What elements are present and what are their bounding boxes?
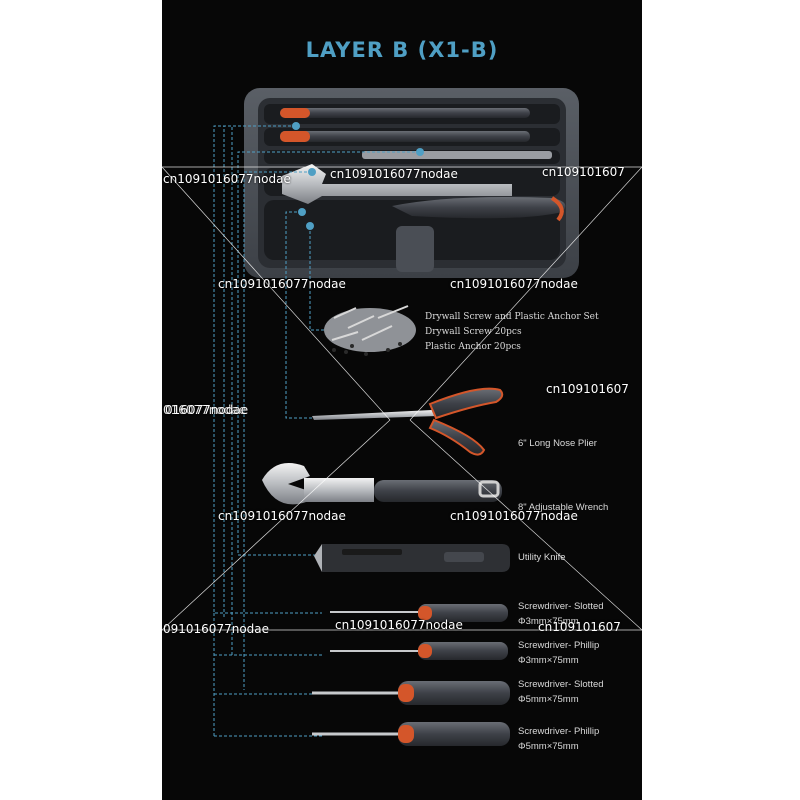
item-label-screwdriver-1: Screwdriver- Slotted Φ3mm×75mm bbox=[518, 599, 604, 629]
screw-anchor-set bbox=[324, 305, 416, 356]
item-label-screwdriver-3: Screwdriver- Slotted Φ5mm×75mm bbox=[518, 677, 604, 707]
wrench-image bbox=[262, 463, 502, 505]
label-line: Φ3mm×75mm bbox=[518, 616, 579, 627]
product-panel: LAYER B (X1-B) Drywall Screw and Plastic… bbox=[162, 0, 642, 800]
toolbox-illustration bbox=[213, 88, 579, 746]
connector-dots bbox=[292, 122, 424, 230]
screwdriver-1-image bbox=[330, 604, 508, 622]
item-label-screwdriver-4: Screwdriver- Phillip Φ5mm×75mm bbox=[518, 724, 599, 754]
label-line: Drywall Screw and Plastic Anchor Set bbox=[425, 312, 599, 322]
label-line: Screwdriver- Slotted bbox=[518, 679, 604, 690]
label-line: Utility Knife bbox=[518, 552, 566, 563]
layer-title: LAYER B (X1-B) bbox=[305, 38, 499, 62]
label-line: Φ3mm×75mm bbox=[518, 655, 579, 666]
screwdriver-2-image bbox=[330, 642, 508, 660]
item-label-utility-knife: Utility Knife bbox=[518, 550, 566, 565]
label-line: Screwdriver- Phillip bbox=[518, 640, 600, 651]
label-line: 6" Long Nose Plier bbox=[518, 438, 597, 449]
screwdriver-4-image bbox=[312, 722, 510, 746]
item-label-wrench: 8" Adjustable Wrench bbox=[518, 500, 608, 515]
label-line: Φ5mm×75mm bbox=[518, 741, 579, 752]
label-line: Screwdriver- Phillip bbox=[518, 726, 600, 737]
item-label-screw-set: Drywall Screw and Plastic Anchor Set Dry… bbox=[425, 310, 599, 355]
screwdriver-3-image bbox=[312, 681, 510, 705]
label-line: Drywall Screw 20pcs bbox=[425, 327, 522, 337]
label-line: 8" Adjustable Wrench bbox=[518, 502, 609, 513]
item-label-screwdriver-2: Screwdriver- Phillip Φ3mm×75mm bbox=[518, 638, 599, 668]
utility-knife-image bbox=[314, 544, 510, 572]
label-line: Φ5mm×75mm bbox=[518, 694, 579, 705]
label-line: Screwdriver- Slotted bbox=[518, 601, 604, 612]
item-label-plier: 6" Long Nose Plier bbox=[518, 436, 597, 451]
connector-lines bbox=[213, 125, 420, 737]
tool-box bbox=[244, 88, 579, 278]
plier-image bbox=[312, 387, 504, 456]
label-line: Plastic Anchor 20pcs bbox=[425, 342, 521, 352]
